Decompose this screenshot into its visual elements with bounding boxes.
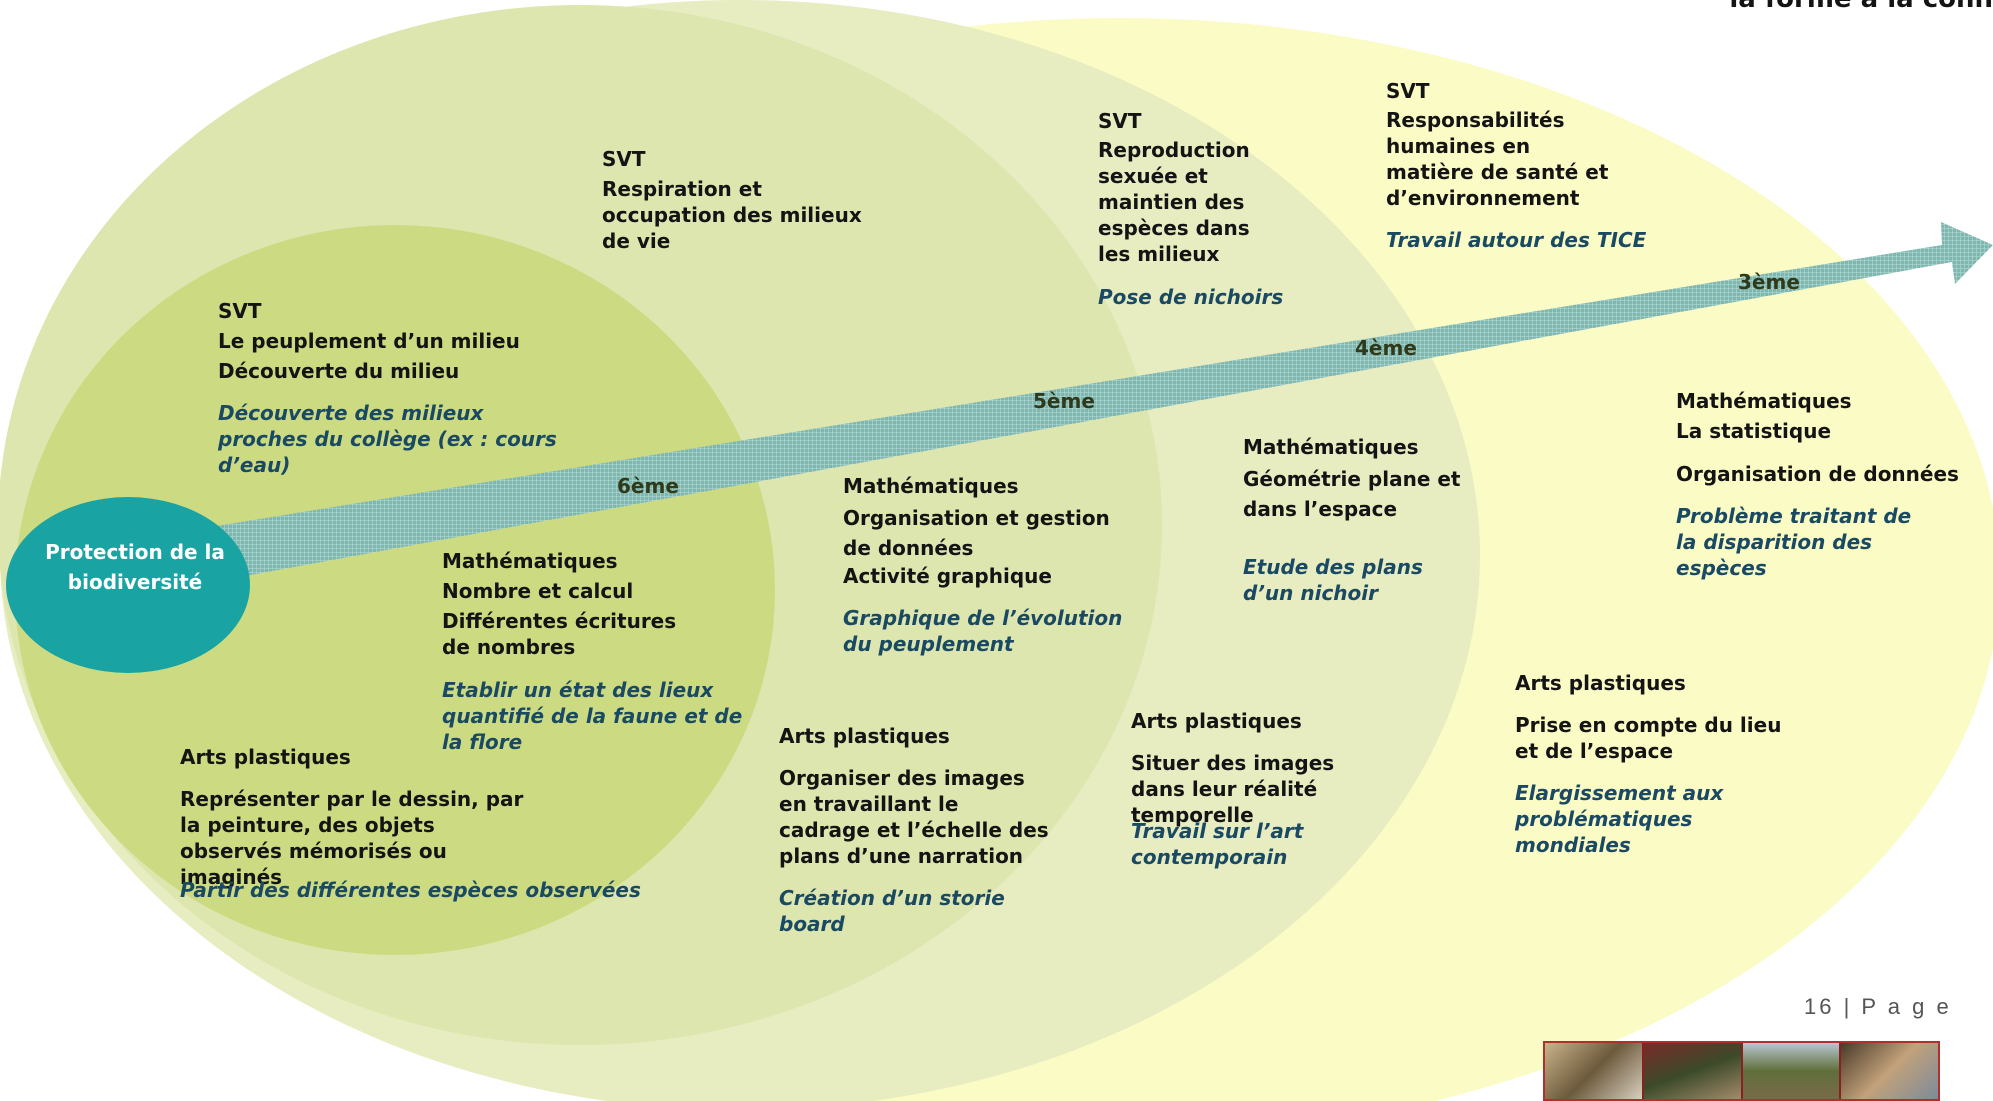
subject-title: Mathématiques [442, 549, 618, 573]
topic-line: Représenter par le dessin, par la peintu… [180, 787, 524, 889]
activity-text: Graphique de l’évolution du peuplement [843, 606, 1123, 656]
photo-strip [1543, 1041, 1940, 1101]
subject-title: SVT [1386, 79, 1430, 103]
year-3eme: 3ème [1738, 270, 1800, 294]
topic-line: Le peuplement d’un milieu [218, 329, 520, 353]
subject-title: Arts plastiques [1515, 671, 1686, 695]
activity-text: Partir des différentes espèces observées [180, 878, 641, 902]
year-5eme: 5ème [1033, 389, 1095, 413]
topic-line: Activité graphique [843, 564, 1052, 588]
activity-text: Travail sur l’art contemporain [1131, 819, 1304, 869]
page-number: 16 | P a g e [1804, 994, 1952, 1019]
activity-text: Travail autour des TICE [1386, 228, 1647, 252]
topic-line: Reproduction sexuée et maintien des espè… [1098, 138, 1250, 266]
topic-line: Prise en compte du lieu et de l’espace [1515, 713, 1782, 763]
photo-thumbnail [1841, 1043, 1938, 1099]
topic-line: Géométrie plane et dans l’espace [1243, 467, 1461, 521]
topic-line: La statistique [1676, 419, 1832, 443]
activity-text: Etablir un état des lieux quantifié de l… [442, 678, 743, 754]
topic-line: Organisation de données [1676, 462, 1959, 486]
activity-text: Création d’un storie board [779, 886, 1005, 936]
activity-text: Etude des plans d’un nichoir [1243, 555, 1423, 605]
subject-title: SVT [1098, 109, 1142, 133]
activity-text: Pose de nichoirs [1098, 285, 1284, 309]
subject-title: Arts plastiques [1131, 709, 1302, 733]
header-cut-text: la forme à la conn [1729, 0, 1993, 14]
topic-line: Situer des images dans leur réalité temp… [1131, 751, 1335, 827]
center-label: Protection de la biodiversité [45, 540, 225, 594]
year-4eme: 4ème [1355, 336, 1417, 360]
topic-line: Responsabilités humaines en matière de s… [1386, 108, 1609, 210]
year-6eme: 6ème [617, 474, 679, 498]
topic-line: Nombre et calcul [442, 579, 634, 603]
topic-line: Respiration et occupation des milieux de… [602, 177, 862, 253]
subject-title: SVT [218, 299, 262, 323]
topic-line: Organisation et gestion de données [843, 506, 1110, 560]
subject-title: Mathématiques [1676, 389, 1852, 413]
topic-line: Organiser des images en travaillant le c… [779, 766, 1049, 868]
photo-thumbnail [1742, 1043, 1842, 1099]
subject-title: Arts plastiques [779, 724, 950, 748]
topic-line: Découverte du milieu [218, 359, 460, 383]
activity-text: Problème traitant de la disparition des … [1676, 504, 1912, 580]
subject-title: Mathématiques [1243, 435, 1419, 459]
activity-text: Découverte des milieux proches du collèg… [218, 401, 557, 477]
center-ellipse [6, 497, 250, 673]
subject-title: SVT [602, 147, 646, 171]
photo-thumbnail [1545, 1043, 1644, 1099]
progression-arrow [180, 222, 1993, 588]
topic-line: Différentes écritures de nombres [442, 609, 677, 659]
ellipse-6eme [15, 225, 775, 955]
subject-title: Mathématiques [843, 474, 1019, 498]
photo-thumbnail [1643, 1043, 1743, 1099]
activity-text: Elargissement aux problématiques mondial… [1515, 781, 1724, 857]
subject-title: Arts plastiques [180, 745, 351, 769]
